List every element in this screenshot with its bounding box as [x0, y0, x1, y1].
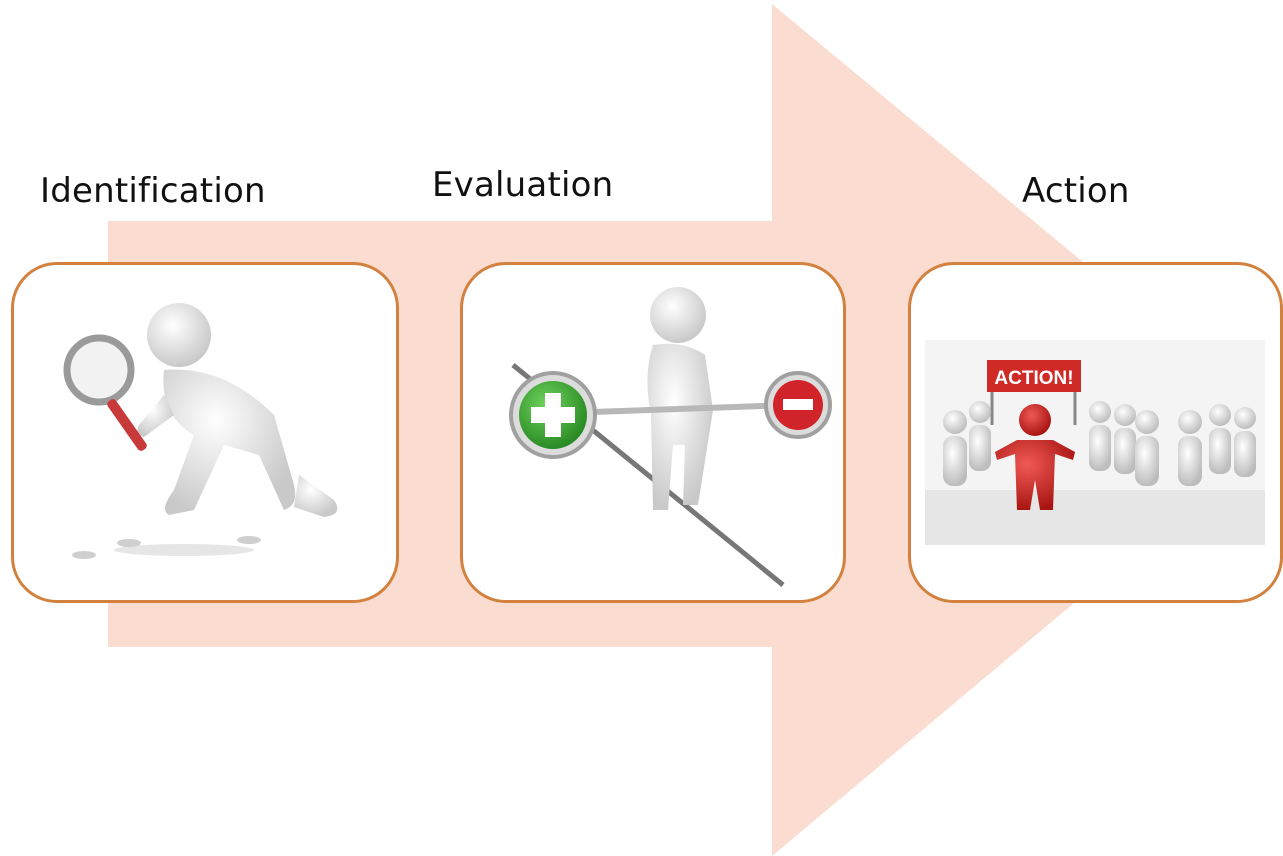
- action-card: ACTION!: [908, 262, 1283, 603]
- action-banner-text: ACTION!: [994, 368, 1073, 389]
- identification-card: [11, 262, 399, 603]
- action-crowd-icon: ACTION!: [925, 340, 1265, 545]
- balance-person-icon: [509, 287, 832, 587]
- stage-label-evaluation: Evaluation: [432, 165, 614, 205]
- stage-label-action: Action: [1022, 171, 1130, 211]
- magnifier-person-icon: [63, 303, 338, 559]
- stage-label-identification: Identification: [40, 171, 266, 211]
- evaluation-card: [460, 262, 846, 603]
